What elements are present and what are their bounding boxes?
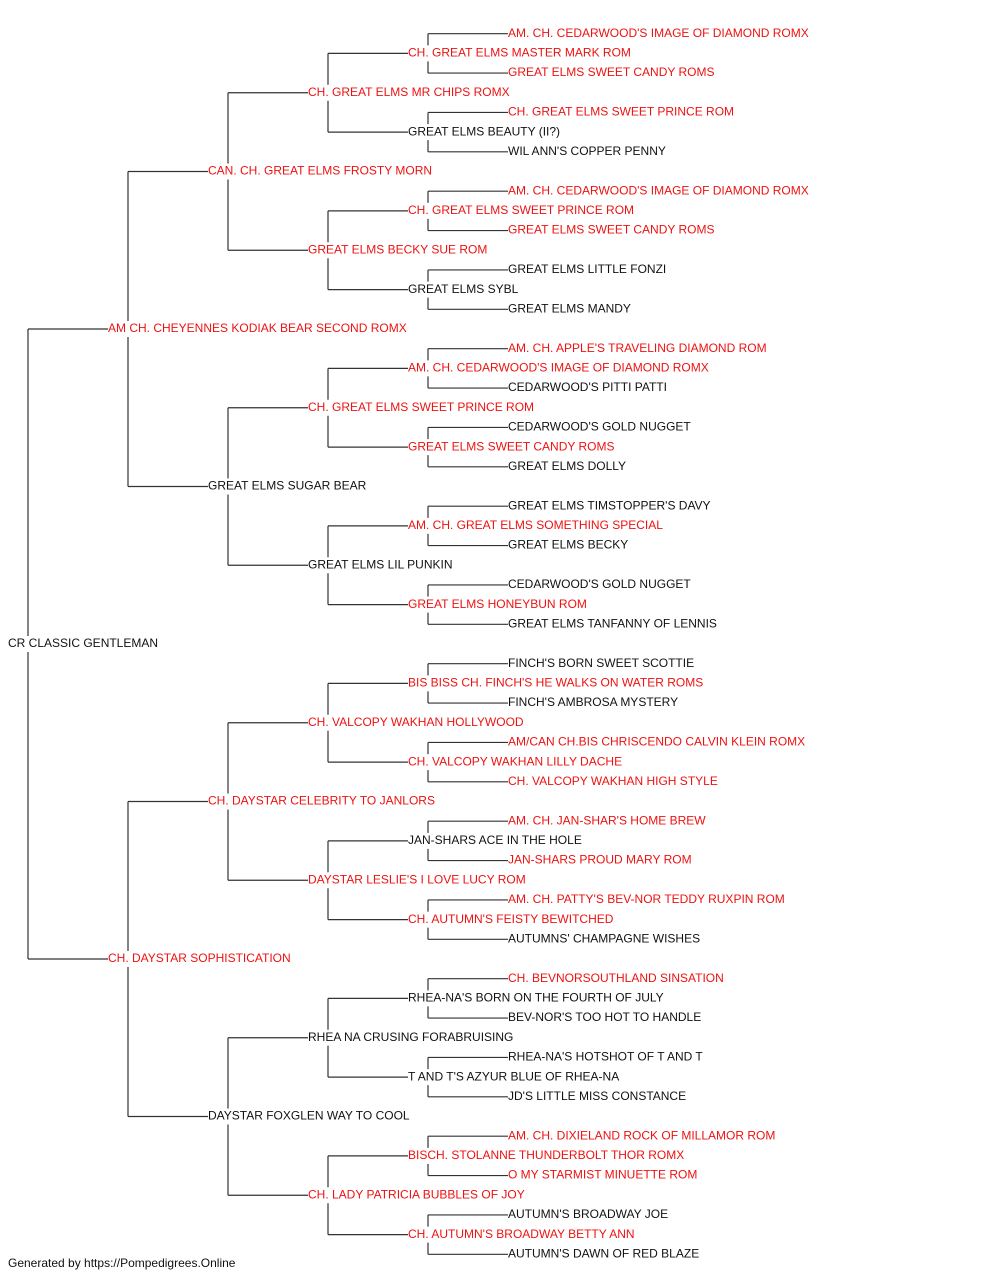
dog-name-root-s-d-s: CH. GREAT ELMS SWEET PRINCE ROM: [308, 400, 534, 414]
dog-name-root-d-d-d-d: CH. AUTUMN'S BROADWAY BETTY ANN: [408, 1227, 635, 1241]
dog-name-root-d-d-d-s: BISCH. STOLANNE THUNDERBOLT THOR ROMX: [408, 1148, 684, 1162]
dog-name-root-s-d-d-d-d: GREAT ELMS TANFANNY OF LENNIS: [508, 616, 717, 630]
dog-name-root-d-d-d-d-d: AUTUMN'S DAWN OF RED BLAZE: [508, 1246, 699, 1260]
dog-name-root-s-s-s-s-d: GREAT ELMS SWEET CANDY ROMS: [508, 65, 714, 79]
dog-name-root-s-s-d-d-s: GREAT ELMS LITTLE FONZI: [508, 262, 666, 276]
dog-name-root-s-d-d: GREAT ELMS LIL PUNKIN: [308, 557, 453, 571]
dog-name-root-d-d-s-s-s: CH. BEVNORSOUTHLAND SINSATION: [508, 971, 724, 985]
dog-name-root-d-d-s: RHEA NA CRUSING FORABRUISING: [308, 1030, 513, 1044]
dog-name-root-s-d-s-d: GREAT ELMS SWEET CANDY ROMS: [408, 439, 614, 453]
dog-name-root-d-d-s-d-d: JD'S LITTLE MISS CONSTANCE: [508, 1089, 686, 1103]
dog-name-root-d-s-d: DAYSTAR LESLIE'S I LOVE LUCY ROM: [308, 872, 526, 886]
dog-name-root-s-d-d-s: AM. CH. GREAT ELMS SOMETHING SPECIAL: [408, 518, 663, 532]
dog-name-root-s-d: GREAT ELMS SUGAR BEAR: [208, 479, 367, 493]
dog-name-root-d-s: CH. DAYSTAR CELEBRITY TO JANLORS: [208, 794, 435, 808]
dog-name-root-s-s-s-d-s: CH. GREAT ELMS SWEET PRINCE ROM: [508, 105, 734, 119]
dog-name-root-d-s-s-d-d: CH. VALCOPY WAKHAN HIGH STYLE: [508, 774, 718, 788]
dog-name-root-s-d-s-d-d: GREAT ELMS DOLLY: [508, 459, 626, 473]
dog-name-root-d-s-s-s-s: FINCH'S BORN SWEET SCOTTIE: [508, 656, 694, 670]
dog-name-root-s-d-d-d-s: CEDARWOOD'S GOLD NUGGET: [508, 577, 691, 591]
dog-name-root-d-s-s-d: CH. VALCOPY WAKHAN LILLY DACHE: [408, 754, 622, 768]
dog-name-root-d: CH. DAYSTAR SOPHISTICATION: [108, 951, 291, 965]
dog-name-root-s-s-d-d: GREAT ELMS SYBL: [408, 282, 519, 296]
dog-name-root-d-d-d: CH. LADY PATRICIA BUBBLES OF JOY: [308, 1187, 525, 1201]
dog-name-root-s-s-d-s-s: AM. CH. CEDARWOOD'S IMAGE OF DIAMOND ROM…: [508, 183, 809, 197]
dog-name-root-d-d-d-s-s: AM. CH. DIXIELAND ROCK OF MILLAMOR ROM: [508, 1128, 775, 1142]
dog-name-root-s-s-d-s-d: GREAT ELMS SWEET CANDY ROMS: [508, 223, 714, 237]
dog-name-root-d-s-d-d-d: AUTUMNS' CHAMPAGNE WISHES: [508, 931, 700, 945]
dog-name-root-d-d: DAYSTAR FOXGLEN WAY TO COOL: [208, 1109, 410, 1123]
dog-name-root-s-d-d-s-d: GREAT ELMS BECKY: [508, 538, 628, 552]
dog-name-root-s-s-s-d-d: WIL ANN'S COPPER PENNY: [508, 144, 666, 158]
dog-name-root-s-s-s-s: CH. GREAT ELMS MASTER MARK ROM: [408, 46, 631, 60]
dog-name-root-d-s-d-s-d: JAN-SHARS PROUD MARY ROM: [508, 853, 692, 867]
generated-by-footer: Generated by https://Pompedigrees.Online: [8, 1256, 236, 1270]
dog-name-root-s-d-s-d-s: CEDARWOOD'S GOLD NUGGET: [508, 420, 691, 434]
dog-name-root-s-s-d-s: CH. GREAT ELMS SWEET PRINCE ROM: [408, 203, 634, 217]
dog-name-root-d-d-s-s: RHEA-NA'S BORN ON THE FOURTH OF JULY: [408, 991, 664, 1005]
dog-name-root-d-s-d-s: JAN-SHARS ACE IN THE HOLE: [408, 833, 582, 847]
dog-name-root-s-d-s-s-d: CEDARWOOD'S PITTI PATTI: [508, 380, 667, 394]
dog-name-root-d-d-s-d-s: RHEA-NA'S HOTSHOT OF T AND T: [508, 1050, 703, 1064]
dog-name-root-d-s-s-s: BIS BISS CH. FINCH'S HE WALKS ON WATER R…: [408, 676, 703, 690]
dog-name-root-s-d-s-s-s: AM. CH. APPLE'S TRAVELING DIAMOND ROM: [508, 341, 767, 355]
dog-name-root-s-d-s-s: AM. CH. CEDARWOOD'S IMAGE OF DIAMOND ROM…: [408, 361, 709, 375]
dog-name-root-d-s-s: CH. VALCOPY WAKHAN HOLLYWOOD: [308, 715, 524, 729]
dog-name-root-d-d-s-d: T AND T'S AZYUR BLUE OF RHEA-NA: [408, 1069, 619, 1083]
dog-name-root-d-d-s-s-d: BEV-NOR'S TOO HOT TO HANDLE: [508, 1010, 701, 1024]
dog-name-root-d-s-d-s-s: AM. CH. JAN-SHAR'S HOME BREW: [508, 813, 706, 827]
dog-name-root-s-s-d: GREAT ELMS BECKY SUE ROM: [308, 242, 487, 256]
dog-name-root-s-d-d-s-s: GREAT ELMS TIMSTOPPER'S DAVY: [508, 498, 711, 512]
dog-name-root-d-s-d-d-s: AM. CH. PATTY'S BEV-NOR TEDDY RUXPIN ROM: [508, 892, 785, 906]
dog-name-root-s-s: CAN. CH. GREAT ELMS FROSTY MORN: [208, 164, 432, 178]
dog-name-root-d-s-s-d-s: AM/CAN CH.BIS CHRISCENDO CALVIN KLEIN RO…: [508, 735, 805, 749]
dog-name-root-s-s-s-d: GREAT ELMS BEAUTY (II?): [408, 124, 560, 138]
dog-name-root-s-s-s: CH. GREAT ELMS MR CHIPS ROMX: [308, 85, 510, 99]
dog-name-root-d-s-d-d: CH. AUTUMN'S FEISTY BEWITCHED: [408, 912, 614, 926]
dog-name-root-d-s-s-s-d: FINCH'S AMBROSA MYSTERY: [508, 695, 678, 709]
dog-name-root: CR CLASSIC GENTLEMAN: [8, 636, 158, 650]
dog-name-root-s-s-s-s-s: AM. CH. CEDARWOOD'S IMAGE OF DIAMOND ROM…: [508, 26, 809, 40]
dog-name-root-d-d-d-d-s: AUTUMN'S BROADWAY JOE: [508, 1207, 668, 1221]
dog-name-root-d-d-d-s-d: O MY STARMIST MINUETTE ROM: [508, 1168, 697, 1182]
dog-name-root-s-s-d-d-d: GREAT ELMS MANDY: [508, 301, 631, 315]
dog-name-root-s-d-d-d: GREAT ELMS HONEYBUN ROM: [408, 597, 587, 611]
dog-name-root-s: AM CH. CHEYENNES KODIAK BEAR SECOND ROMX: [108, 321, 407, 335]
